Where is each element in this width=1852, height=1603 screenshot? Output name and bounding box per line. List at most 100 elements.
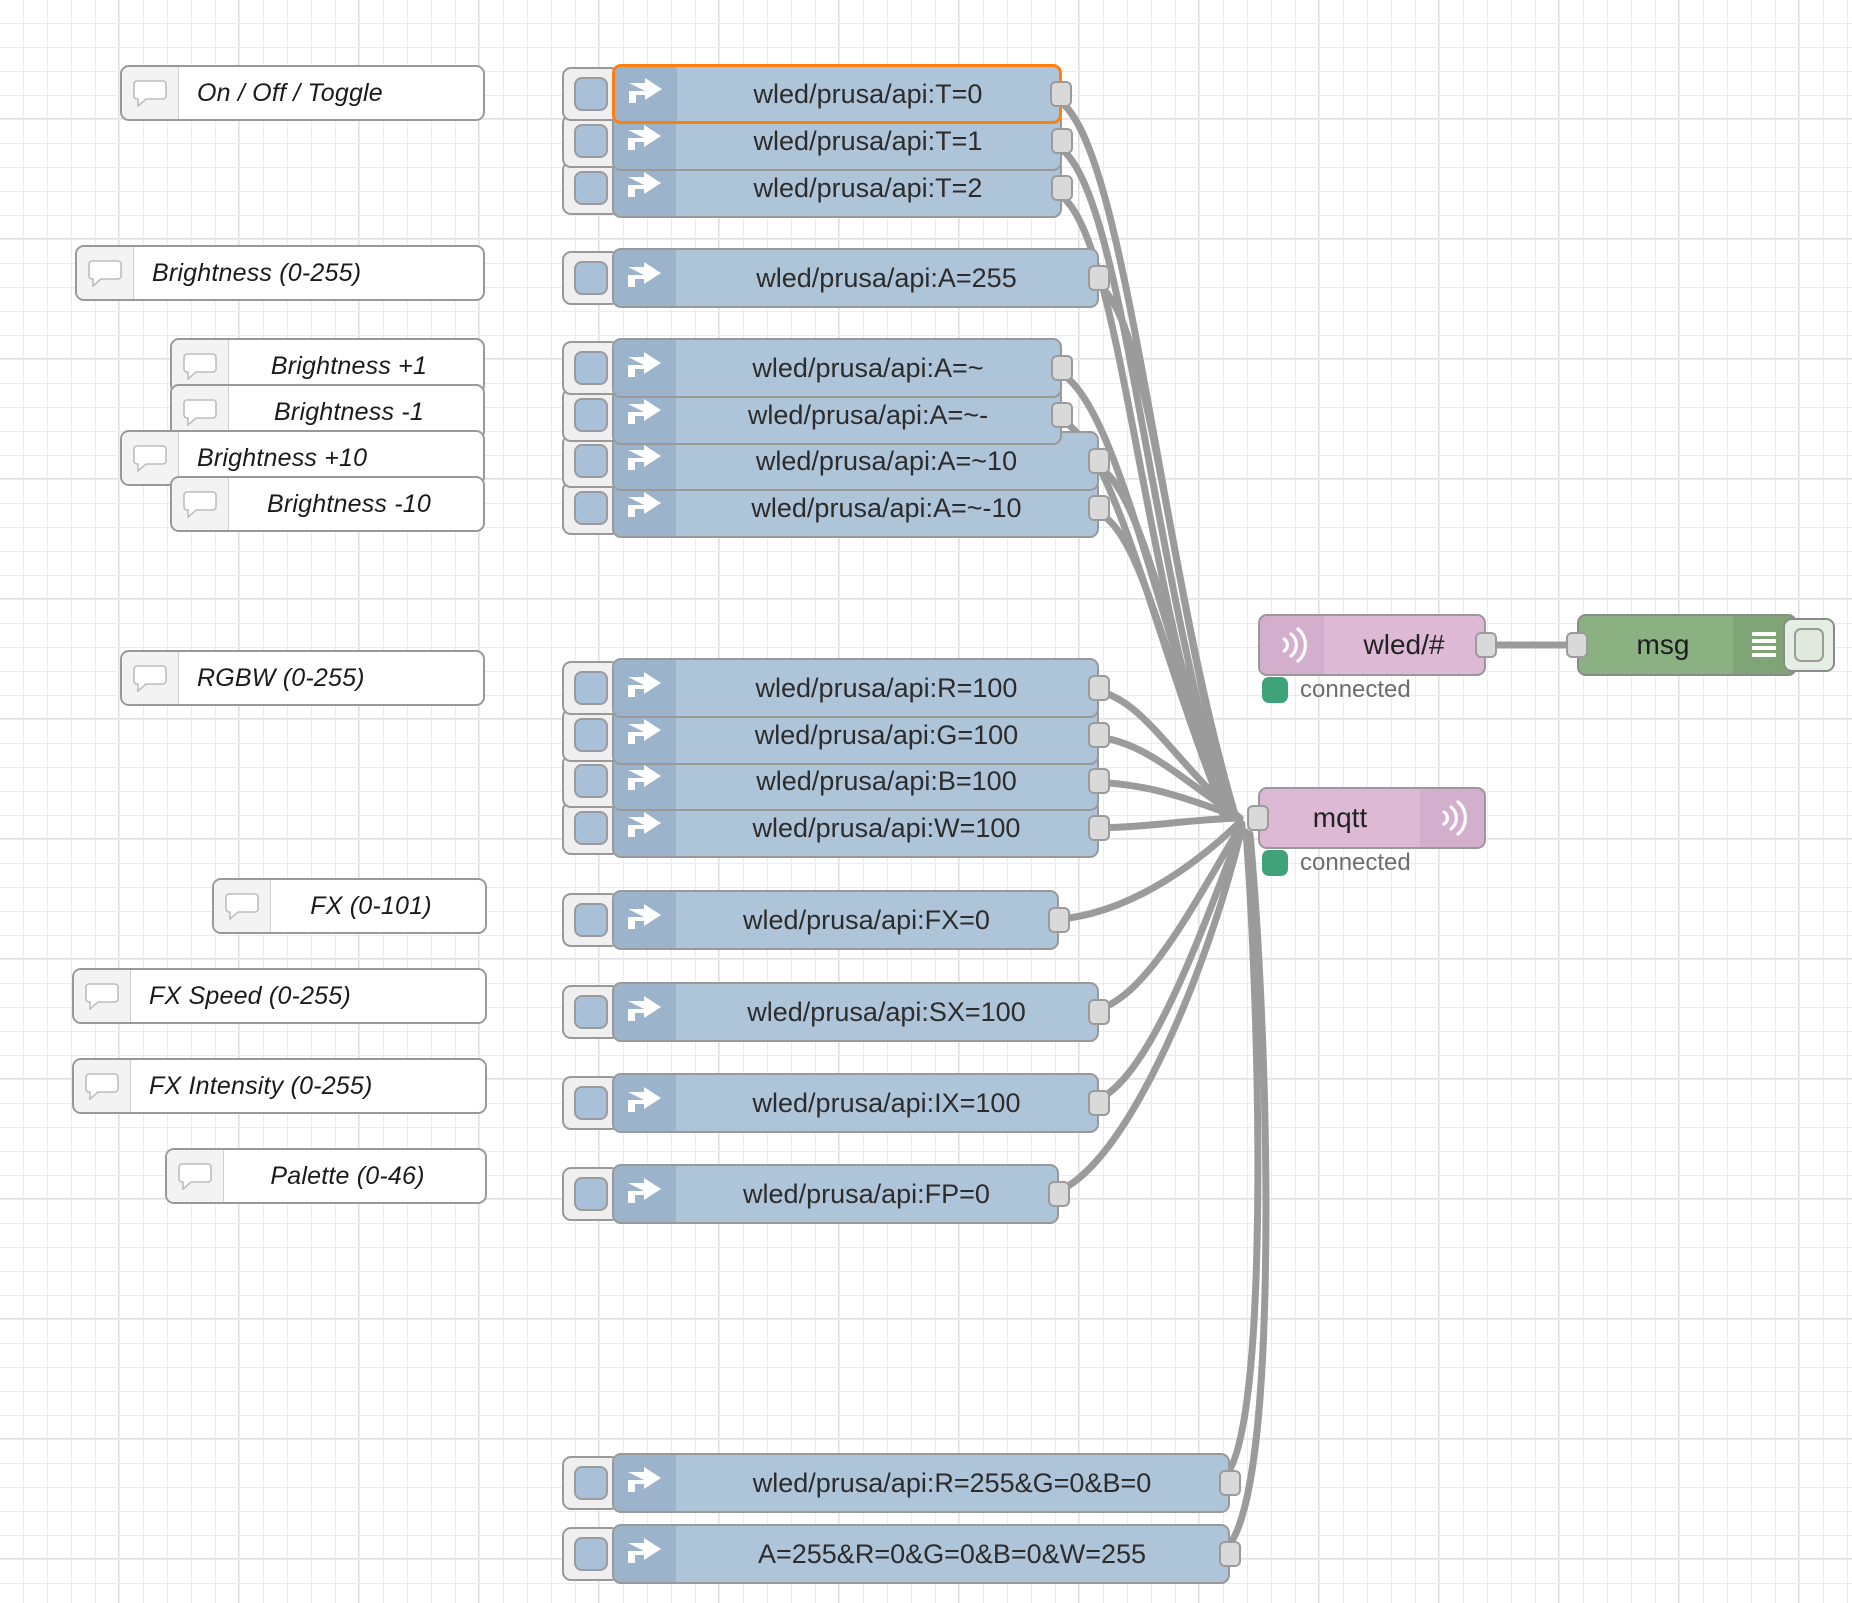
inject-arrow-icon [614, 1075, 676, 1131]
mqtt-antenna-icon [1420, 789, 1484, 847]
inject-knob-icon [574, 718, 608, 752]
status-text: connected [1300, 676, 1411, 703]
output-port[interactable] [1088, 768, 1110, 794]
comment-node-brightness[interactable]: Brightness (0-255) [75, 245, 485, 301]
inject-trigger-button[interactable] [562, 754, 620, 808]
inject-body[interactable]: wled/prusa/api:R=100 [612, 658, 1110, 718]
debug-node[interactable]: msg [1566, 614, 1835, 676]
inject-arrow-icon [614, 250, 676, 306]
output-port[interactable] [1088, 1090, 1110, 1116]
output-port[interactable] [1088, 675, 1110, 701]
mqtt-in-node[interactable]: wled/# [1258, 614, 1497, 676]
inject-knob-icon [574, 77, 608, 111]
comment-icon [167, 1150, 224, 1202]
output-port[interactable] [1088, 265, 1110, 291]
inject-trigger-button[interactable] [562, 251, 620, 305]
inject-arrow-icon [615, 67, 677, 121]
inject-trigger-button[interactable] [562, 388, 620, 442]
inject-knob-icon [574, 351, 608, 385]
output-port[interactable] [1219, 1470, 1241, 1496]
inject-arrow-icon [614, 892, 676, 948]
inject-label: wled/prusa/api:SX=100 [747, 996, 1026, 1027]
comment-label: Brightness +10 [197, 443, 368, 472]
output-port[interactable] [1051, 175, 1073, 201]
output-port[interactable] [1088, 722, 1110, 748]
output-port[interactable] [1050, 81, 1072, 107]
inject-trigger-button[interactable] [562, 67, 620, 121]
output-port[interactable] [1088, 999, 1110, 1025]
comment-node-rgbw[interactable]: RGBW (0-255) [120, 650, 485, 706]
inject-arrow-icon [614, 1166, 676, 1222]
comment-node-fx-speed[interactable]: FX Speed (0-255) [72, 968, 487, 1024]
inject-knob-icon [574, 671, 608, 705]
output-port[interactable] [1088, 448, 1110, 474]
input-port[interactable] [1566, 632, 1588, 658]
inject-label: wled/prusa/api:FP=0 [743, 1178, 990, 1209]
output-port[interactable] [1048, 907, 1070, 933]
status-text: connected [1300, 849, 1411, 876]
output-port[interactable] [1088, 495, 1110, 521]
inject-label: wled/prusa/api:A=~ [752, 352, 984, 383]
inject-label: wled/prusa/api:T=1 [753, 125, 983, 156]
mqtt-out-label: mqtt [1312, 802, 1368, 833]
mqtt-antenna-icon [1260, 616, 1324, 674]
inject-body[interactable]: A=255&R=0&G=0&B=0&W=255 [612, 1524, 1241, 1584]
mqtt-out-status: connected [1262, 849, 1411, 877]
inject-trigger-button[interactable] [562, 985, 620, 1039]
output-port[interactable] [1475, 632, 1497, 658]
input-port[interactable] [1247, 805, 1269, 831]
inject-knob-icon [574, 491, 608, 525]
comment-node-fx-intensity[interactable]: FX Intensity (0-255) [72, 1058, 487, 1114]
inject-trigger-button[interactable] [562, 801, 620, 855]
output-port[interactable] [1051, 402, 1073, 428]
inject-trigger-button[interactable] [562, 341, 620, 395]
inject-arrow-icon [614, 984, 676, 1040]
inject-knob-icon [574, 444, 608, 478]
comment-icon [122, 432, 179, 484]
status-dot-icon [1262, 850, 1288, 876]
inject-body[interactable]: wled/prusa/api:FP=0 [612, 1164, 1070, 1224]
comment-node-brightness-minus-10[interactable]: Brightness -10 [170, 476, 485, 532]
comment-label: FX Intensity (0-255) [149, 1071, 373, 1100]
comment-icon [214, 880, 271, 932]
comment-icon [122, 67, 179, 119]
inject-body[interactable]: wled/prusa/api:SX=100 [612, 982, 1110, 1042]
inject-trigger-button[interactable] [562, 1167, 620, 1221]
comment-icon [172, 340, 229, 392]
comment-label: Brightness (0-255) [152, 258, 362, 287]
comment-label: FX (0-101) [310, 891, 432, 920]
inject-body[interactable]: wled/prusa/api:R=255&G=0&B=0 [612, 1453, 1241, 1513]
inject-body[interactable]: wled/prusa/api:A=~ [612, 338, 1073, 398]
comment-label: Palette (0-46) [270, 1161, 425, 1190]
inject-knob-icon [574, 124, 608, 158]
comment-node-palette[interactable]: Palette (0-46) [165, 1148, 487, 1204]
mqtt-in-label: wled/# [1363, 629, 1445, 660]
inject-trigger-button[interactable] [562, 161, 620, 215]
output-port[interactable] [1088, 815, 1110, 841]
comment-node-fx[interactable]: FX (0-101) [212, 878, 487, 934]
inject-body[interactable]: wled/prusa/api:IX=100 [612, 1073, 1110, 1133]
inject-trigger-button[interactable] [562, 481, 620, 535]
comment-icon [74, 970, 131, 1022]
debug-enable-toggle[interactable] [1783, 618, 1835, 672]
inject-label: wled/prusa/api:A=~-10 [751, 492, 1022, 523]
comment-node-on-off-toggle[interactable]: On / Off / Toggle [120, 65, 485, 121]
inject-trigger-button[interactable] [562, 1527, 620, 1581]
comment-label: RGBW (0-255) [197, 663, 365, 692]
comment-icon [122, 652, 179, 704]
debug-label: msg [1636, 629, 1690, 660]
inject-body[interactable]: wled/prusa/api:A=255 [612, 248, 1110, 308]
inject-knob-icon [574, 811, 608, 845]
inject-knob-icon [574, 903, 608, 937]
inject-trigger-button[interactable] [562, 1456, 620, 1510]
mqtt-out-node[interactable]: mqtt [1247, 787, 1486, 849]
inject-trigger-button[interactable] [562, 661, 620, 715]
inject-label: wled/prusa/api:T=0 [753, 78, 983, 109]
output-port[interactable] [1048, 1181, 1070, 1207]
output-port[interactable] [1219, 1541, 1241, 1567]
inject-body[interactable]: wled/prusa/api:T=0 [612, 64, 1072, 124]
inject-body[interactable]: wled/prusa/api:FX=0 [612, 890, 1070, 950]
output-port[interactable] [1051, 128, 1073, 154]
output-port[interactable] [1051, 355, 1073, 381]
